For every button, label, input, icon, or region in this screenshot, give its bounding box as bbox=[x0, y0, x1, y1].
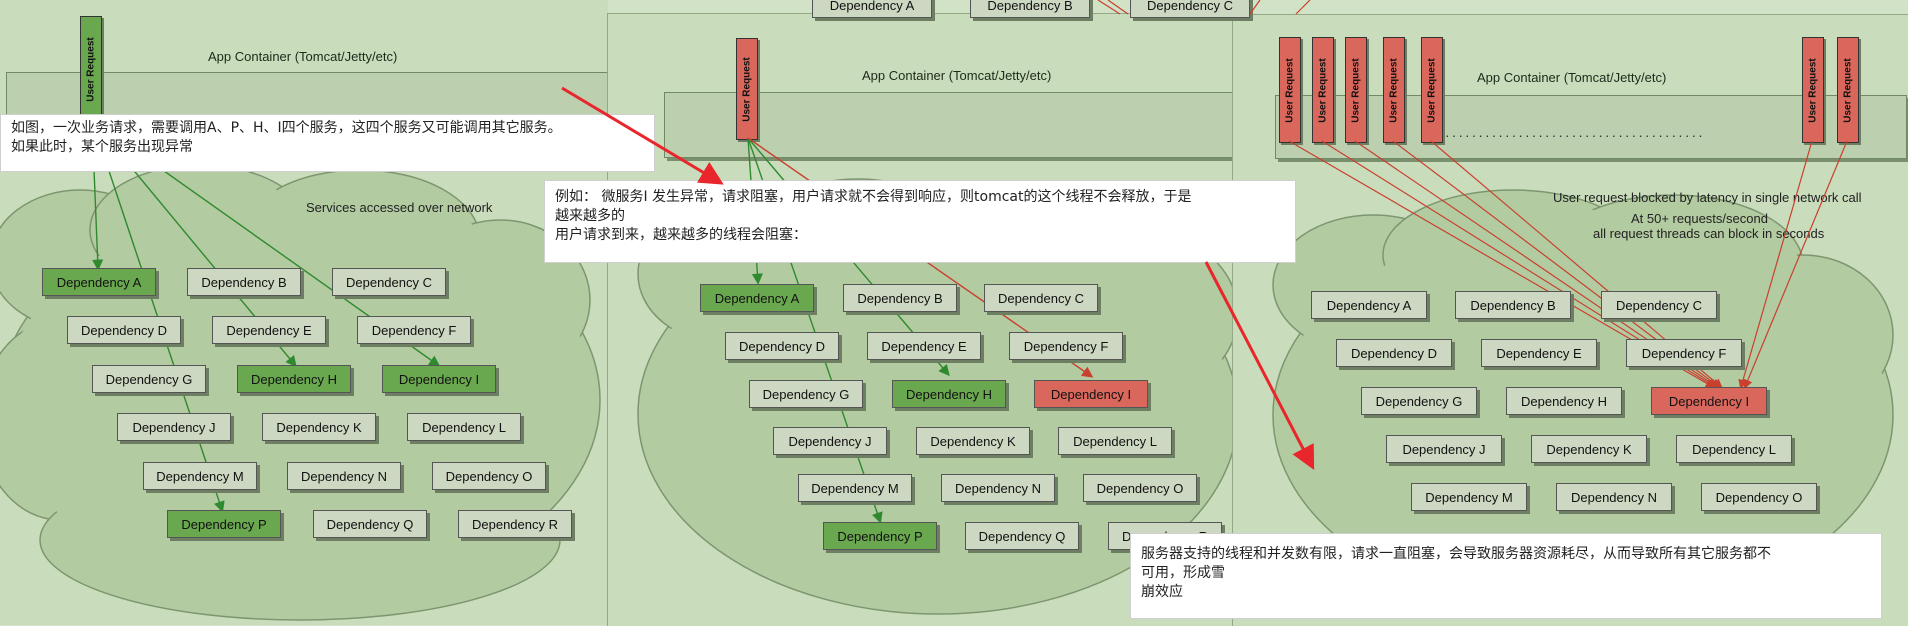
user-request: User Request bbox=[1312, 37, 1334, 143]
dependency-l: Dependency L bbox=[407, 413, 521, 441]
app-container-label: App Container (Tomcat/Jetty/etc) bbox=[1477, 70, 1667, 85]
dependency-m: Dependency M bbox=[143, 462, 257, 490]
dependency-d: Dependency D bbox=[1336, 339, 1452, 367]
dependency-o: Dependency O bbox=[1083, 474, 1197, 502]
dependency-n: Dependency N bbox=[1556, 483, 1672, 511]
blocked-label: User request blocked by latency in singl… bbox=[1553, 190, 1862, 205]
user-request: User Request bbox=[1837, 37, 1859, 143]
note-intro-line1: 如图，一次业务请求，需要调用A、P、H、I四个服务，这四个服务又可能调用其它服务… bbox=[11, 120, 562, 136]
dependency-c: Dependency C bbox=[332, 268, 446, 296]
note-example: 例如： 微服务I 发生异常，请求阻塞，用户请求就不会得到响应，则tomcat的这… bbox=[544, 180, 1296, 263]
dependency-k: Dependency K bbox=[916, 427, 1030, 455]
dependency-g: Dependency G bbox=[1361, 387, 1477, 415]
dependency-n: Dependency N bbox=[287, 462, 401, 490]
dependency-a: Dependency A bbox=[700, 284, 814, 312]
dependency-k: Dependency K bbox=[262, 413, 376, 441]
user-request: User Request bbox=[1802, 37, 1824, 143]
dependency-j: Dependency J bbox=[117, 413, 231, 441]
dependency-a: Dependency A bbox=[42, 268, 156, 296]
dependency-k: Dependency K bbox=[1531, 435, 1647, 463]
app-container-label: App Container (Tomcat/Jetty/etc) bbox=[862, 68, 1052, 83]
user-request: User Request bbox=[1345, 37, 1367, 143]
dependency-b: Dependency B bbox=[1455, 291, 1571, 319]
dependency-g: Dependency G bbox=[92, 365, 206, 393]
dependency-q: Dependency Q bbox=[965, 522, 1079, 550]
dependency-m: Dependency M bbox=[1411, 483, 1527, 511]
panel-normal-call: App Container (Tomcat/Jetty/etc) User Re… bbox=[0, 0, 608, 625]
dependency-c: Dependency C bbox=[984, 284, 1098, 312]
rate-label-1: At 50+ requests/second bbox=[1631, 211, 1768, 226]
dependency-b-top: Dependency B bbox=[970, 0, 1090, 18]
dependency-j: Dependency J bbox=[1386, 435, 1502, 463]
services-label: Services accessed over network bbox=[306, 200, 493, 215]
app-container-label: App Container (Tomcat/Jetty/etc) bbox=[208, 49, 398, 64]
rate-label-2: all request threads can block in seconds bbox=[1593, 226, 1825, 241]
user-request: User Request bbox=[1421, 37, 1443, 143]
dependency-a-top: Dependency A bbox=[812, 0, 932, 18]
note-example-line3: 用户请求到来，越来越多的线程会阻塞： bbox=[555, 227, 807, 243]
dependency-r: Dependency R bbox=[458, 510, 572, 538]
dependency-c-top: Dependency C bbox=[1130, 0, 1250, 18]
dependency-o: Dependency O bbox=[1701, 483, 1817, 511]
dependency-a: Dependency A bbox=[1311, 291, 1427, 319]
dependency-q: Dependency Q bbox=[313, 510, 427, 538]
dependency-d: Dependency D bbox=[67, 316, 181, 344]
dependency-l: Dependency L bbox=[1058, 427, 1172, 455]
dependency-h: Dependency H bbox=[1506, 387, 1622, 415]
note-avalanche-line3: 崩效应 bbox=[1141, 584, 1183, 600]
dependency-f: Dependency F bbox=[1009, 332, 1123, 360]
dependency-m: Dependency M bbox=[798, 474, 912, 502]
note-intro-line2: 如果此时，某个服务出现异常 bbox=[11, 139, 193, 155]
dependency-f: Dependency F bbox=[357, 316, 471, 344]
dependency-i: Dependency I bbox=[1034, 380, 1148, 408]
dependency-e: Dependency E bbox=[1481, 339, 1597, 367]
dependency-f: Dependency F bbox=[1626, 339, 1742, 367]
dependency-d: Dependency D bbox=[725, 332, 839, 360]
note-example-line2: 越来越多的 bbox=[555, 208, 625, 224]
dependency-b: Dependency B bbox=[187, 268, 301, 296]
user-request: User Request bbox=[1383, 37, 1405, 143]
dependency-o: Dependency O bbox=[432, 462, 546, 490]
dependency-p: Dependency P bbox=[823, 522, 937, 550]
user-request: User Request bbox=[80, 16, 102, 122]
note-example-line1: 例如： 微服务I 发生异常，请求阻塞，用户请求就不会得到响应，则tomcat的这… bbox=[555, 189, 1192, 205]
more-requests-dots: ······································· bbox=[1445, 127, 1705, 143]
dependency-e: Dependency E bbox=[867, 332, 981, 360]
dependency-g: Dependency G bbox=[749, 380, 863, 408]
note-avalanche-line2: 可用，形成雪 bbox=[1141, 565, 1225, 581]
note-intro: 如图，一次业务请求，需要调用A、P、H、I四个服务，这四个服务又可能调用其它服务… bbox=[0, 114, 655, 172]
note-avalanche: 服务器支持的线程和并发数有限，请求一直阻塞，会导致服务器资源耗尽，从而导致所有其… bbox=[1130, 533, 1882, 619]
dependency-i: Dependency I bbox=[382, 365, 496, 393]
dependency-p: Dependency P bbox=[167, 510, 281, 538]
dependency-l: Dependency L bbox=[1676, 435, 1792, 463]
note-avalanche-line1: 服务器支持的线程和并发数有限，请求一直阻塞，会导致服务器资源耗尽，从而导致所有其… bbox=[1141, 546, 1771, 562]
dependency-i: Dependency I bbox=[1651, 387, 1767, 415]
user-request: User Request bbox=[1279, 37, 1301, 143]
dependency-c: Dependency C bbox=[1601, 291, 1717, 319]
dependency-h: Dependency H bbox=[892, 380, 1006, 408]
dependency-h: Dependency H bbox=[237, 365, 351, 393]
user-request: User Request bbox=[736, 38, 758, 140]
dependency-b: Dependency B bbox=[843, 284, 957, 312]
dependency-e: Dependency E bbox=[212, 316, 326, 344]
dependency-j: Dependency J bbox=[773, 427, 887, 455]
dependency-n: Dependency N bbox=[941, 474, 1055, 502]
